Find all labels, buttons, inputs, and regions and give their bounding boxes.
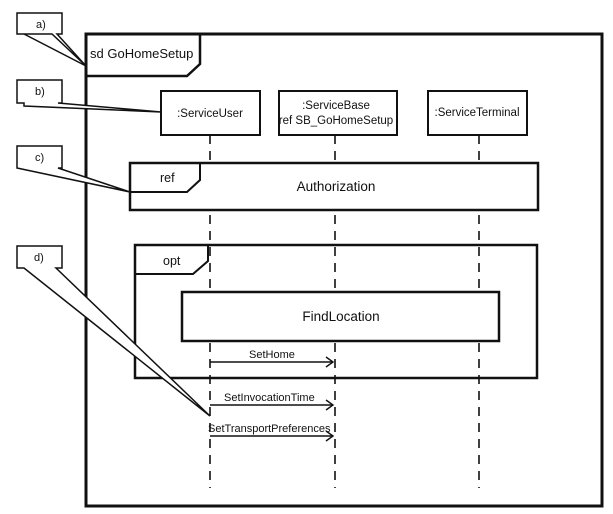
callout-shape	[16, 145, 131, 193]
message-label: SetHome	[249, 349, 295, 361]
opt-operator-label: opt	[163, 254, 181, 268]
callout-label: b)	[35, 86, 45, 98]
sd-frame-title: sd GoHomeSetup	[90, 46, 193, 61]
ref-authorization-label: Authorization	[297, 179, 376, 194]
message-set-home: SetHome	[210, 349, 335, 368]
callout-shape	[16, 245, 211, 417]
find-location-label: FindLocation	[302, 309, 379, 324]
opt-fragment-tab	[135, 245, 209, 275]
arrowhead	[325, 430, 335, 442]
message-label: SetTransportPreferences	[208, 423, 331, 435]
arrowhead	[325, 399, 335, 411]
lifeline-label-service-user: :ServiceUser	[177, 108, 243, 120]
ref-fragment-authorization	[128, 161, 540, 212]
callout-shape	[16, 12, 87, 67]
ref-find-location	[180, 290, 501, 343]
message-label: SetInvocationTime	[224, 392, 315, 404]
message-set-transport-preferences: SetTransportPreferences	[208, 423, 335, 442]
callout-label: c)	[35, 152, 44, 164]
ref-fragment-tab	[130, 163, 201, 193]
arrowhead	[325, 356, 335, 368]
lifeline-sublabel-service-base: ref SB_GoHomeSetup	[279, 115, 393, 127]
callout-d: d)	[16, 245, 211, 417]
callout-shape	[16, 79, 162, 113]
lifeline-head-service-user	[160, 90, 261, 136]
lifeline-head-service-base	[278, 90, 398, 136]
callout-b: b)	[16, 79, 162, 113]
ref-operator-label: ref	[160, 171, 175, 185]
callout-a: a)	[16, 12, 87, 67]
callout-label: a)	[36, 19, 46, 31]
lifeline-head-service-terminal	[427, 90, 528, 136]
callout-label: d)	[34, 252, 44, 264]
opt-fragment	[133, 243, 539, 380]
message-set-invocation-time: SetInvocationTime	[210, 392, 335, 411]
sd-frame-tab	[86, 34, 202, 78]
sd-frame	[84, 32, 604, 508]
lifeline-label-service-terminal: :ServiceTerminal	[435, 107, 520, 119]
lifeline-label-service-base: :ServiceBase	[302, 100, 370, 112]
callout-c: c)	[16, 145, 131, 193]
